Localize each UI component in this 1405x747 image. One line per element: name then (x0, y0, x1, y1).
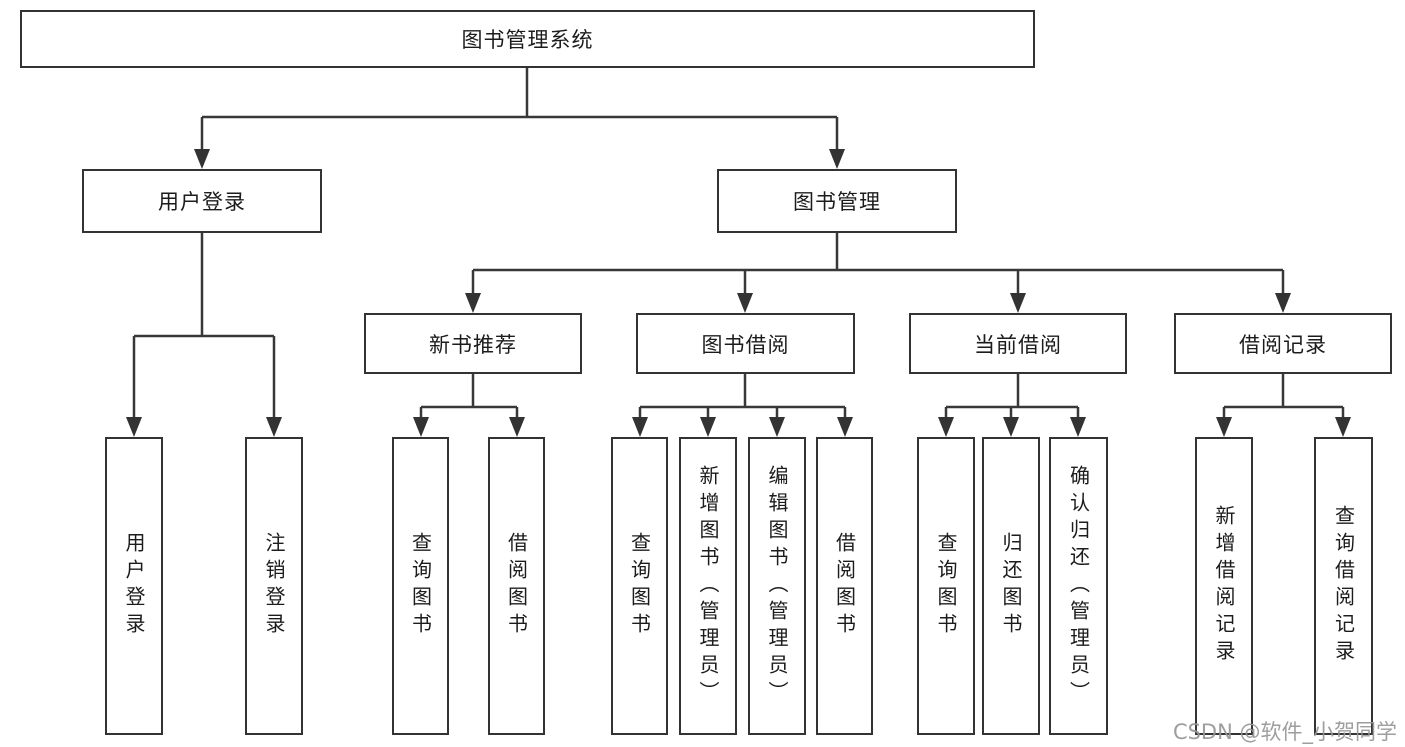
arrowhead (938, 417, 954, 437)
node-book-borrowing: 图书借阅 (636, 313, 855, 374)
node-library-system: 图书管理系统 (20, 10, 1035, 68)
node-label: 用户登录 (122, 532, 146, 640)
leaf-newbook-query-books: 查询图书 (392, 437, 449, 735)
arrowhead (465, 293, 481, 313)
arrowhead (1070, 417, 1086, 437)
arrowhead (700, 417, 716, 437)
leaf-add-books-admin: 新增图书（管理员） (679, 437, 737, 735)
csdn-watermark: CSDN @软件_小贺同学 (1172, 720, 1397, 744)
node-label: 图书管理系统 (461, 28, 594, 52)
arrowhead (1010, 293, 1026, 313)
node-label: 借阅记录 (1239, 332, 1327, 357)
node-label: 新书推荐 (429, 332, 517, 357)
node-label: 注销登录 (262, 532, 286, 640)
arrowhead (266, 417, 282, 437)
arrowhead (413, 417, 429, 437)
connector-user-login-children (132, 233, 276, 420)
node-label: 编辑图书（管理员） (765, 464, 789, 708)
node-label: 查询图书 (934, 532, 958, 640)
connector-borrow-record-children (1222, 374, 1345, 420)
arrowhead (1275, 293, 1291, 313)
node-borrowing-records: 借阅记录 (1174, 313, 1392, 374)
arrowhead (1216, 417, 1232, 437)
node-label: 图书管理 (793, 190, 881, 214)
arrowhead (837, 417, 853, 437)
arrowhead (1003, 417, 1019, 437)
node-user-login: 用户登录 (82, 169, 322, 233)
leaf-newbook-borrow-books: 借阅图书 (488, 437, 545, 735)
node-label: 借阅图书 (504, 532, 529, 640)
leaf-borrow-query-books: 查询图书 (611, 437, 668, 735)
node-current-borrowing: 当前借阅 (909, 313, 1127, 374)
connector-book-borrow-children (638, 374, 847, 420)
leaf-current-query-books: 查询图书 (917, 437, 975, 735)
node-label: 新增图书（管理员） (696, 464, 720, 708)
arrowhead (737, 293, 753, 313)
arrowhead (126, 417, 142, 437)
arrowhead (194, 149, 210, 169)
node-book-management: 图书管理 (717, 169, 957, 233)
node-label: 查询借阅记录 (1331, 505, 1356, 667)
arrowhead (632, 417, 648, 437)
connector-new-book-children (419, 374, 519, 420)
node-label: 用户登录 (158, 190, 246, 214)
leaf-edit-books-admin: 编辑图书（管理员） (748, 437, 806, 735)
node-label: 新增借阅记录 (1212, 505, 1236, 667)
leaf-logout: 注销登录 (245, 437, 303, 735)
arrowhead (829, 149, 845, 169)
connector-book-mgmt-to-level3 (471, 233, 1285, 296)
node-label: 当前借阅 (974, 332, 1062, 357)
arrowhead (1335, 417, 1351, 437)
arrowhead (769, 417, 785, 437)
arrowhead (509, 417, 525, 437)
leaf-add-borrow-record: 新增借阅记录 (1195, 437, 1253, 735)
node-new-book-recommend: 新书推荐 (364, 313, 582, 374)
connector-current-borrow-children (944, 374, 1080, 420)
leaf-user-login: 用户登录 (105, 437, 163, 735)
connector-root-to-level2 (200, 68, 839, 152)
leaf-borrow-borrow-books: 借阅图书 (816, 437, 873, 735)
node-label: 查询图书 (627, 532, 652, 640)
leaf-confirm-return-admin: 确认归还（管理员） (1049, 437, 1108, 735)
leaf-query-borrow-record: 查询借阅记录 (1314, 437, 1373, 735)
node-label: 查询图书 (408, 532, 433, 640)
node-label: 借阅图书 (832, 532, 857, 640)
node-label: 确认归还（管理员） (1066, 464, 1091, 708)
leaf-return-books: 归还图书 (982, 437, 1040, 735)
node-label: 归还图书 (999, 532, 1023, 640)
node-label: 图书借阅 (701, 332, 790, 357)
